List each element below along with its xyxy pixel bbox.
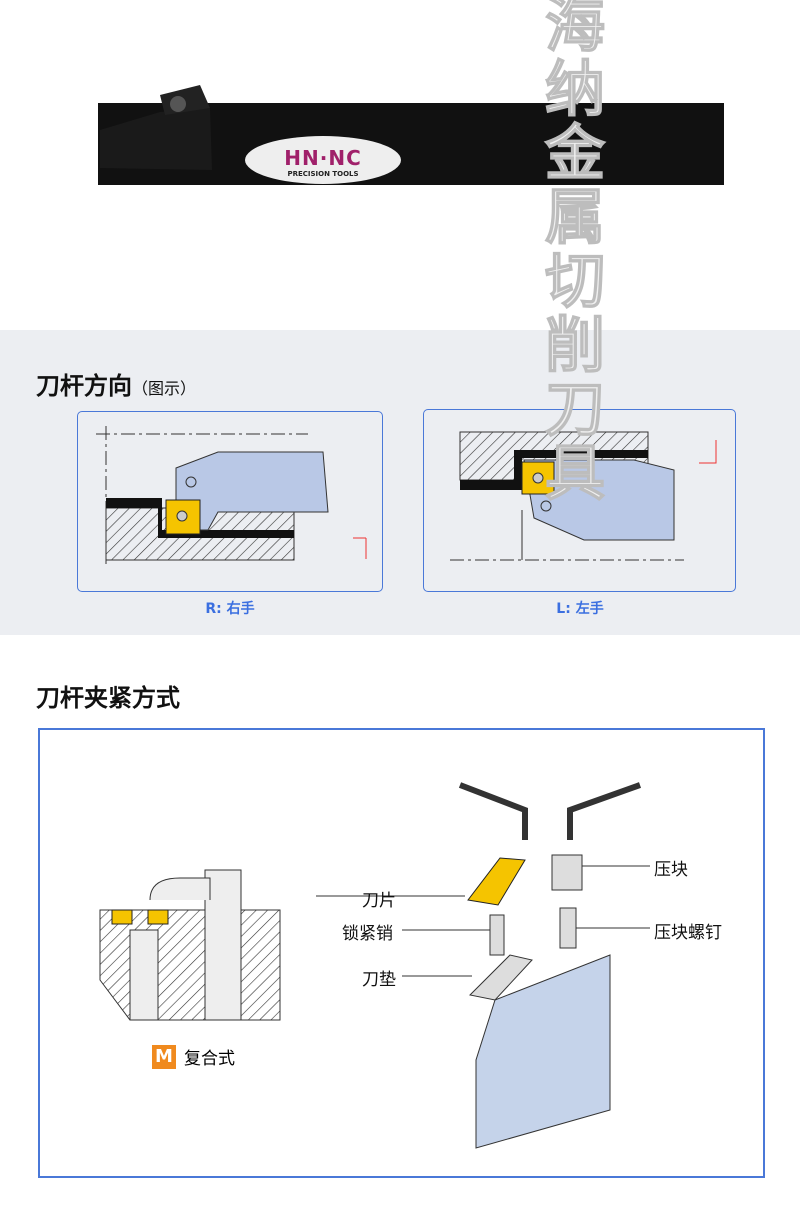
clamping-type: M 复合式 bbox=[152, 1044, 235, 1069]
left-hand-caption: L: 左手 bbox=[556, 601, 604, 617]
label-clamp-screw: 压块螺钉 bbox=[654, 923, 722, 943]
section-title-clamping: 刀杆夹紧方式 bbox=[36, 684, 180, 712]
brand-logo: HN·NC PRECISION TOOLS bbox=[284, 146, 362, 178]
type-label: 复合式 bbox=[184, 1049, 235, 1069]
left-hand-diagram bbox=[423, 409, 736, 592]
section-title-direction: 刀杆方向（图示） bbox=[36, 372, 197, 400]
type-badge: M bbox=[152, 1044, 176, 1069]
right-hand-caption: R: 右手 bbox=[205, 601, 255, 617]
toolholder-image bbox=[98, 85, 724, 185]
label-lock-pin: 锁紧销 bbox=[342, 924, 393, 944]
product-photo-area: HN·NC PRECISION TOOLS bbox=[0, 0, 800, 330]
label-shim: 刀垫 bbox=[362, 970, 396, 990]
label-clamp: 压块 bbox=[654, 860, 688, 880]
direction-section: 刀杆方向（图示） R: 右手 L: 左手 bbox=[0, 330, 800, 635]
right-hand-diagram bbox=[77, 411, 383, 592]
clamping-illustrations bbox=[99, 782, 650, 1149]
clamping-diagram-frame: 刀片 锁紧销 刀垫 压块 压块螺钉 bbox=[38, 728, 765, 1178]
label-insert: 刀片 bbox=[362, 891, 396, 911]
